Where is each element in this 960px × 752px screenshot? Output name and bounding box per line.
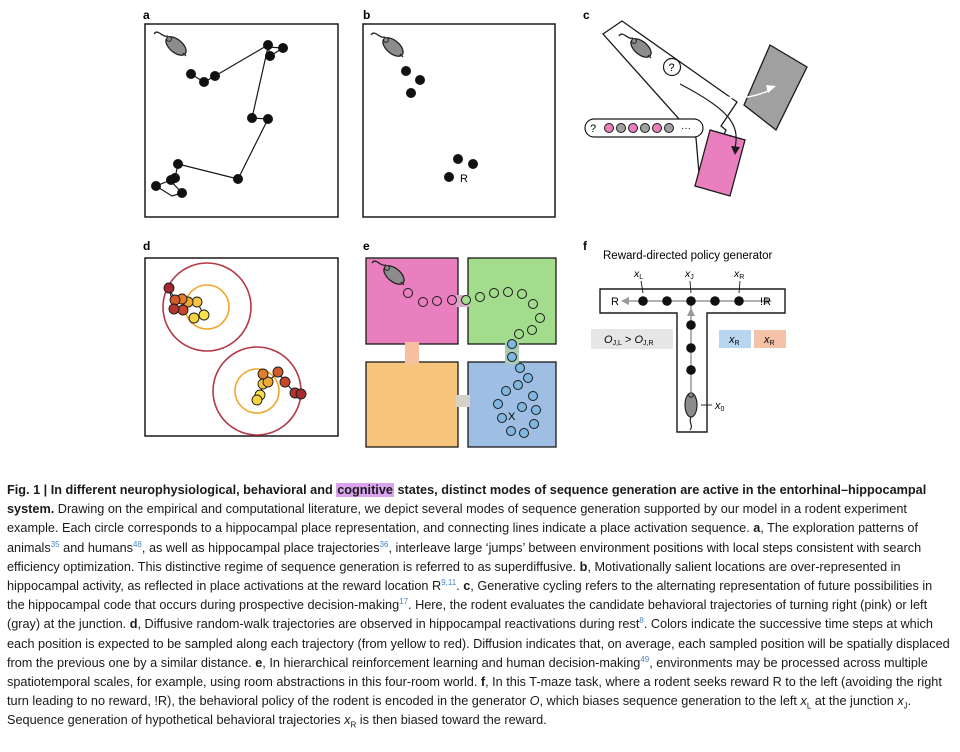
box-xR-orange-label: xR [763,334,775,347]
figure-caption: Fig. 1 | In different neurophysiological… [7,481,953,731]
tmaze-outline [599,288,786,433]
panel-d [144,257,339,437]
citation-ref[interactable]: 9,11 [441,577,457,587]
caption-text: Fig. 1 | In different neurophysiological… [7,483,950,730]
policy-box [591,329,673,349]
left-end-label: R [611,296,619,308]
sequence-cells [604,123,674,133]
room-pink [365,257,459,345]
mouse-icon [684,392,698,431]
sequence-question: ? [590,123,596,135]
panel-e-four-rooms: X [365,257,557,448]
mouse-icon [370,32,408,61]
panel-a-label: a [143,8,150,22]
diffusion-cells [163,282,307,406]
panel-c-label: c [583,8,590,22]
box-xR-orange [754,330,786,348]
panel-c-tmaze: ? ? ··· [584,20,808,197]
box-xR-blue [719,330,751,348]
label-xJ: xJ [684,268,694,281]
room-trajectory-cells [403,287,545,438]
panel-d-arena [144,257,339,437]
panel-a [144,23,339,218]
panel-f-label: f [583,239,588,253]
citation-ref[interactable]: 8 [639,616,644,626]
box-xR-blue-label: xR [728,334,740,347]
gray-arm [743,44,808,132]
panel-f: Reward-directed policy generator R !R xL… [591,250,786,433]
room-orange [365,361,459,448]
target-label: X [508,411,516,423]
citation-ref[interactable]: 49 [640,654,650,664]
question-mark: ? [669,62,675,74]
citation-ref[interactable]: 35 [50,539,60,549]
panel-d-label: d [143,239,150,253]
right-end-label: !R [760,296,771,308]
panel-b-label: b [363,8,370,22]
policy-generator-label: OJ,L > OJ,R [604,334,654,347]
panel-b-place-cells [401,66,478,182]
question-bubble [662,57,682,77]
panel-b-arena [362,23,556,218]
panel-a-arena [144,23,339,218]
panel-e-label: e [363,239,370,253]
panel-a-place-cells [151,40,288,198]
mouse-icon [153,31,191,60]
citation-ref[interactable]: 48 [132,539,142,549]
tmaze-place-cells [638,296,744,375]
label-x0: x0 [714,400,725,413]
figure-1-illustration: a b R c ? ? [143,8,808,448]
panel-b: R [362,23,556,218]
citation-ref[interactable]: 36 [379,539,389,549]
caption-lead: Fig. 1 | In different neurophysiological… [7,483,927,517]
label-xL: xL [633,268,643,281]
reward-label: R [460,173,468,185]
label-xR: xR [733,268,744,281]
diffusion-outer-ring [162,262,252,352]
maze-corridor [602,20,738,188]
highlighted-word: cognitive [336,483,394,497]
sequence-ellipsis: ··· [681,123,691,134]
citation-ref[interactable]: 17 [399,596,409,606]
panel-f-title: Reward-directed policy generator [603,250,773,262]
diffusion-inner-ring [234,368,280,414]
